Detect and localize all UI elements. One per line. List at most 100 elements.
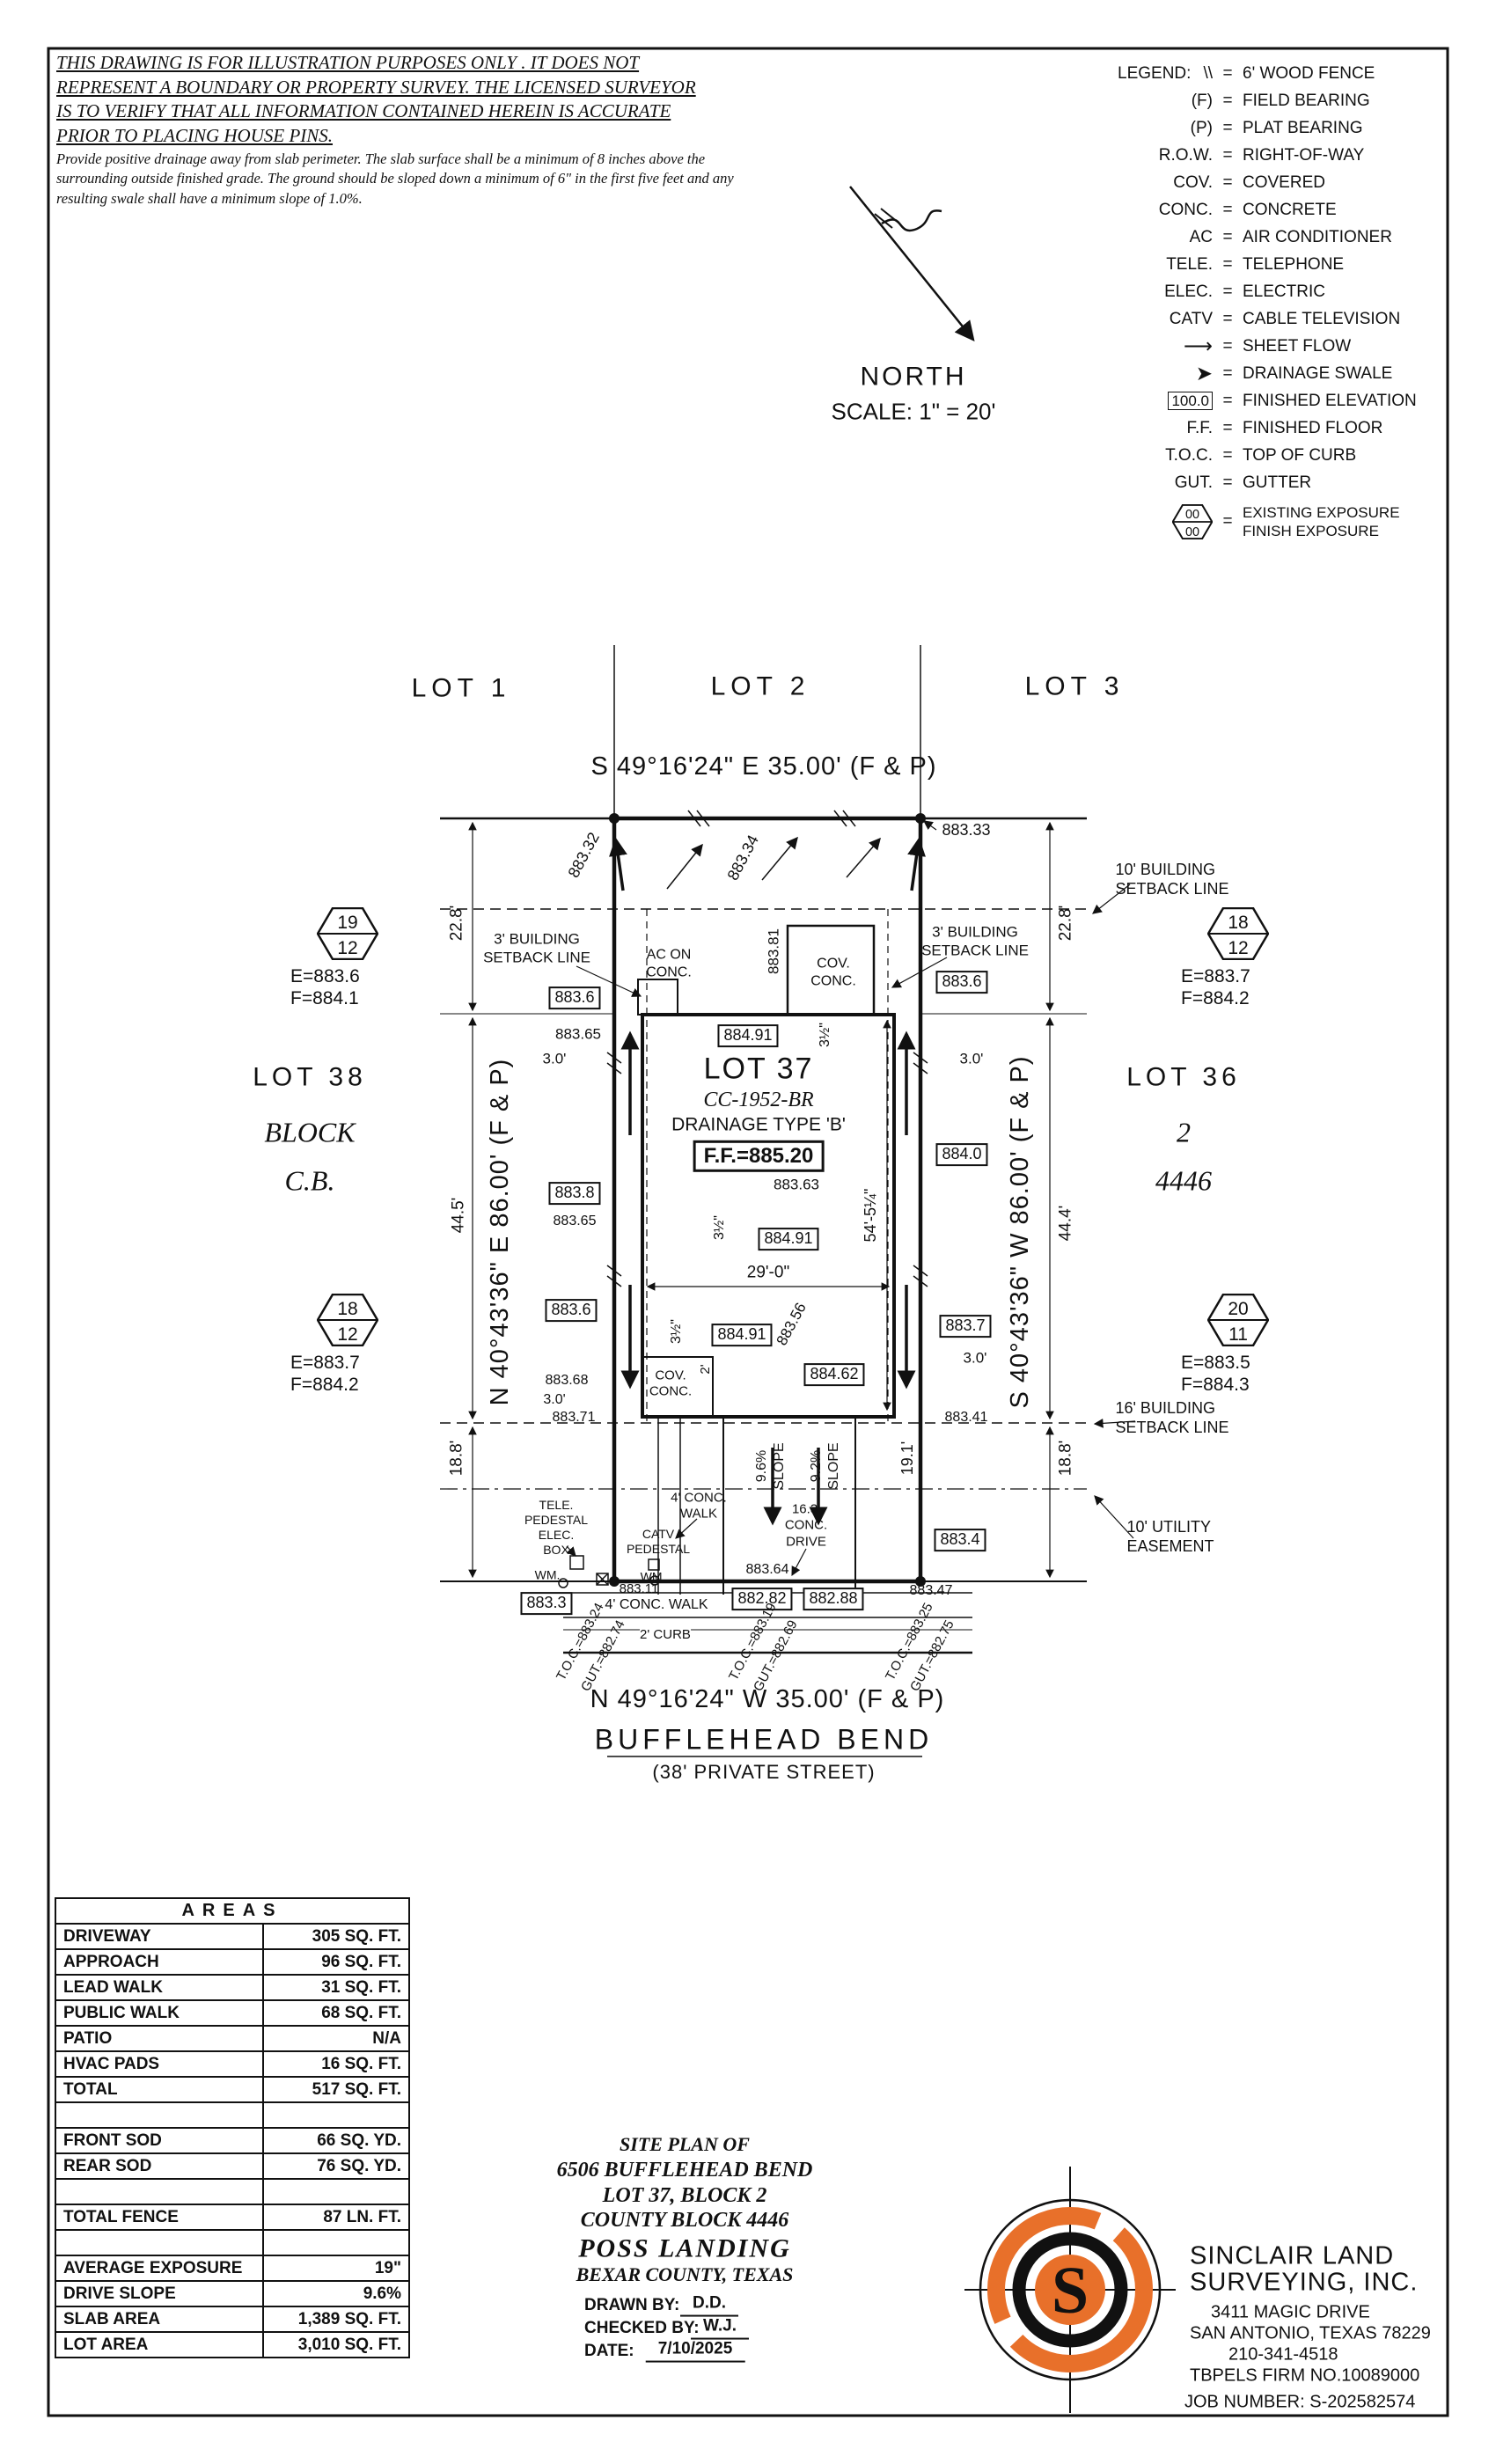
svg-text:11: 11 bbox=[1228, 1324, 1248, 1345]
finished-elevation: 883.4 bbox=[934, 1529, 986, 1551]
titleblock-address: 6506 BUFFLEHEAD BEND bbox=[556, 2158, 813, 2182]
company-name-1: SINCLAIR LAND bbox=[1190, 2241, 1395, 2270]
dim-19-1: 19.1' bbox=[898, 1441, 917, 1476]
house-outline bbox=[641, 1013, 896, 1419]
svg-text:18: 18 bbox=[337, 1299, 357, 1319]
finished-elevation: 883.8 bbox=[548, 1182, 601, 1205]
legend-row: ➤=DRAINAGE SWALE bbox=[1118, 360, 1452, 387]
legend-row: ELEC.=ELECTRIC bbox=[1164, 282, 1325, 301]
existing-exposure-bl: E=883.7 bbox=[290, 1353, 360, 1373]
spot-elevation: 883.65 bbox=[555, 1025, 601, 1043]
dim-18-8-right: 18.8' bbox=[1056, 1440, 1075, 1477]
utility-pedestals bbox=[558, 1555, 660, 1588]
table-row bbox=[55, 2229, 410, 2256]
legend-row: F.F.=FINISHED FLOOR bbox=[1186, 418, 1383, 437]
dim-44-5: 44.5' bbox=[449, 1197, 468, 1234]
legend-row: GUT.=GUTTER bbox=[1174, 473, 1312, 492]
legend-row: T.O.C.=TOP OF CURB bbox=[1165, 445, 1357, 465]
finish-exposure-tr: F=884.2 bbox=[1181, 988, 1250, 1008]
lot36-label: LOT 36 bbox=[1126, 1062, 1241, 1092]
offset-3-0: 3.0' bbox=[959, 1050, 984, 1067]
drive-label: 16.3' CONC. DRIVE bbox=[784, 1501, 828, 1550]
lot2-label: LOT 2 bbox=[710, 671, 810, 701]
legend-row: COV.=COVERED bbox=[1173, 172, 1325, 192]
water-meter-label: WM. bbox=[534, 1567, 561, 1582]
bearing-top: S 49°16'24" E 35.00' (F & P) bbox=[590, 752, 937, 781]
scale-label: SCALE: 1" = 20' bbox=[831, 398, 996, 425]
finish-exposure-bl: F=884.2 bbox=[290, 1375, 359, 1395]
slope-pct: 9.6% bbox=[754, 1449, 770, 1483]
spot-elevation: 883.41 bbox=[944, 1410, 988, 1426]
catv-pedestal-label: CATV PEDESTAL bbox=[626, 1526, 691, 1556]
drop-3-5: 3½" bbox=[669, 1319, 685, 1344]
legend-row: CONC.=CONCRETE bbox=[1158, 200, 1337, 219]
flatwork bbox=[563, 1417, 972, 1757]
finished-elevation: 883.6 bbox=[548, 986, 601, 1009]
slope-word: SLOPE bbox=[826, 1442, 842, 1490]
svg-text:12: 12 bbox=[1228, 938, 1248, 958]
drainage-note: Provide positive drainage away from slab… bbox=[56, 150, 734, 207]
lot37-label: LOT 37 bbox=[703, 1052, 814, 1086]
finished-elevation: 884.0 bbox=[935, 1143, 988, 1166]
tele-pedestal-label: TELE. PEDESTAL ELEC. BOX bbox=[524, 1497, 589, 1558]
setback-3-left-label: 3' BUILDING SETBACK LINE bbox=[483, 930, 590, 965]
north-arrow-icon bbox=[849, 186, 975, 341]
finished-elevation: 883.7 bbox=[939, 1315, 992, 1338]
checked-by-value: W.J. bbox=[690, 2317, 750, 2340]
finished-elevation: 884.91 bbox=[758, 1228, 819, 1250]
existing-exposure-tl: E=883.6 bbox=[290, 966, 360, 986]
lot38-label: LOT 38 bbox=[253, 1062, 367, 1092]
setback-10-label: 10' BUILDING SETBACK LINE bbox=[1115, 861, 1229, 898]
existing-exposure-tr: E=883.7 bbox=[1181, 966, 1250, 986]
exposure-hexagon-tr: 18 12 bbox=[1207, 907, 1269, 960]
disclaimer-note: THIS DRAWING IS FOR ILLUSTRATION PURPOSE… bbox=[56, 52, 696, 147]
legend: LEGEND: \\=6' WOOD FENCE (F)=FIELD BEARI… bbox=[1118, 60, 1452, 541]
areas-title: AREAS bbox=[55, 1897, 410, 1925]
covered-conc-label: COV. CONC. bbox=[649, 1368, 693, 1399]
spot-elevation: 883.81 bbox=[765, 928, 782, 974]
water-meter-label: WM. bbox=[640, 1569, 666, 1584]
company-phone: 210-341-4518 bbox=[1228, 2344, 1338, 2365]
titleblock-line: SITE PLAN OF bbox=[620, 2132, 750, 2155]
lot3-label: LOT 3 bbox=[1024, 671, 1125, 701]
dim-29-0: 29'-0" bbox=[746, 1263, 790, 1282]
subdivision-name: POSS LANDING bbox=[578, 2233, 791, 2263]
legend-title: LEGEND: bbox=[1118, 64, 1192, 83]
setback-16-label: 16' BUILDING SETBACK LINE bbox=[1115, 1399, 1229, 1436]
table-row bbox=[55, 2101, 410, 2129]
svg-text:00: 00 bbox=[1185, 525, 1199, 539]
slope-word: SLOPE bbox=[772, 1442, 788, 1490]
leader-arrows bbox=[566, 820, 1136, 1577]
finished-elevation: 884.62 bbox=[803, 1363, 865, 1386]
dimension-lines bbox=[468, 821, 1054, 1579]
existing-exposure-br: E=883.5 bbox=[1181, 1353, 1250, 1373]
dim-22-8-left: 22.8' bbox=[447, 905, 466, 942]
ac-pad bbox=[637, 979, 678, 1016]
slope-pct: 9.2% bbox=[809, 1449, 825, 1483]
block-label: BLOCK bbox=[264, 1116, 356, 1148]
svg-text:20: 20 bbox=[1228, 1299, 1248, 1319]
sheet-border bbox=[47, 47, 1449, 2417]
spot-elevation: 883.11 bbox=[619, 1580, 659, 1596]
county-block-number: 4446 bbox=[1155, 1164, 1212, 1197]
covered-conc-label: COV. CONC. bbox=[810, 956, 856, 988]
bearing-bottom: N 49°16'24" W 35.00' (F & P) bbox=[590, 1685, 945, 1714]
company-address-1: 3411 MAGIC DRIVE bbox=[1211, 2302, 1370, 2322]
svg-text:00: 00 bbox=[1185, 508, 1199, 522]
drainage-swale-arrows bbox=[609, 837, 926, 1526]
ac-on-conc-label: AC ON CONC. bbox=[646, 947, 692, 979]
dim-54-5: 54'-5¼" bbox=[862, 1188, 880, 1243]
dim-18-8-left: 18.8' bbox=[447, 1440, 466, 1477]
legend-row: TELE.=TELEPHONE bbox=[1166, 254, 1345, 274]
drawn-by-label: DRAWN BY: bbox=[584, 2296, 680, 2314]
exposure-hexagon-br: 20 11 bbox=[1207, 1294, 1269, 1346]
sheet-flow-arrows bbox=[666, 836, 881, 890]
exposure-hexagon-tl: 19 12 bbox=[317, 907, 378, 960]
titleblock-lot-block: LOT 37, BLOCK 2 bbox=[602, 2183, 767, 2207]
county-state: BEXAR COUNTY, TEXAS bbox=[576, 2262, 794, 2285]
